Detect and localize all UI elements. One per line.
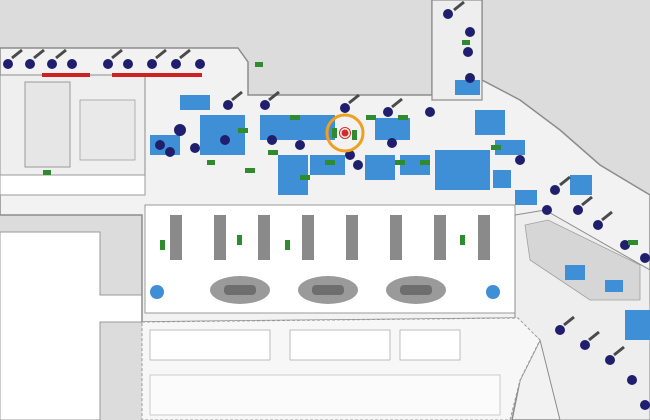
gate-markers[interactable] — [3, 9, 650, 410]
red-bars — [42, 73, 202, 77]
baggage-carousels — [210, 276, 446, 304]
west-room — [24, 81, 71, 168]
landside-block-3 — [399, 329, 461, 361]
info-markers[interactable] — [43, 40, 638, 250]
jet-bridges — [11, 0, 625, 357]
landside-block-1 — [149, 329, 271, 361]
gate-area-pin[interactable] — [325, 113, 365, 153]
blue-zones — [150, 80, 650, 340]
west-corridor — [0, 174, 146, 196]
landside-block-4 — [149, 374, 501, 416]
checkin-counters — [170, 215, 490, 260]
landside-block-2 — [289, 329, 391, 361]
west-room-2 — [79, 99, 136, 161]
